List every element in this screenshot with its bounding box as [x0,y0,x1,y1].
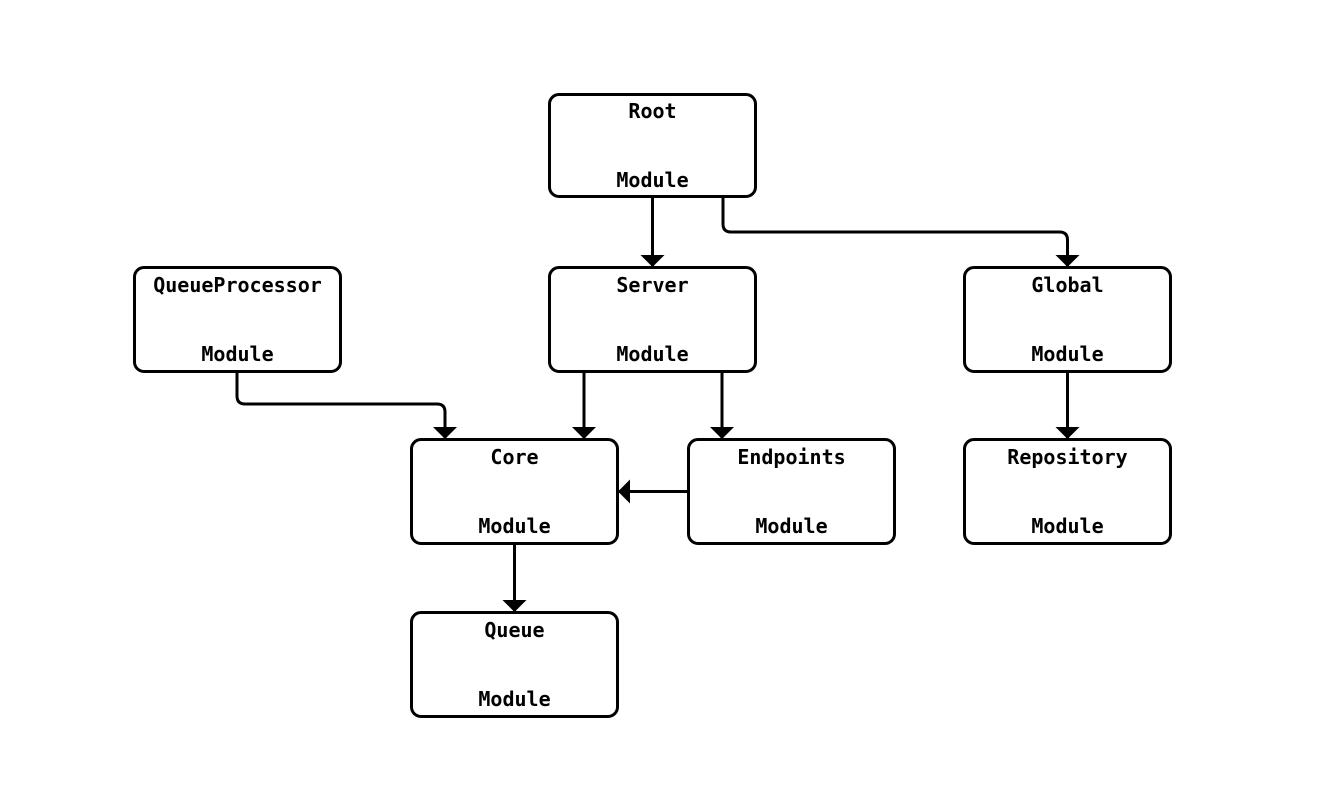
node-label-line2: Module [478,686,551,711]
edge-queueprocessor-to-core [235,373,457,439]
node-label-line2: Module [478,513,551,538]
edge-root-to-global [721,198,1080,267]
node-label-line1: Server [616,272,689,297]
node-label-line1: Core [490,444,539,469]
node-label-line1: Global [1031,272,1104,297]
node-label-line1: Queue [484,617,545,642]
node-label-line1: QueueProcessor [153,272,322,297]
node-server-module: Server Module [548,266,757,373]
node-queueprocessor-module: QueueProcessor Module [133,266,342,373]
node-root-module: Root Module [548,93,757,198]
node-label: Global Module [1031,228,1103,412]
node-label: Endpoints Module [737,400,845,584]
node-label-line2: Module [616,341,689,366]
node-label: Root Module [616,54,688,238]
node-repository-module: Repository Module [963,438,1172,545]
node-label: Repository Module [1007,400,1127,584]
node-label: Server Module [616,228,688,412]
node-global-module: Global Module [963,266,1172,373]
node-label-line1: Endpoints [737,444,846,469]
node-label: QueueProcessor Module [153,228,322,412]
node-label-line2: Module [616,167,689,192]
node-label-line2: Module [1031,341,1104,366]
node-label-line2: Module [201,341,274,366]
node-endpoints-module: Endpoints Module [687,438,896,545]
node-label-line2: Module [1031,513,1104,538]
node-label: Queue Module [478,573,550,757]
node-label-line2: Module [755,513,828,538]
node-queue-module: Queue Module [410,611,619,718]
node-label-line1: Repository [1007,444,1128,469]
node-label: Core Module [478,400,550,584]
node-core-module: Core Module [410,438,619,545]
node-label-line1: Root [628,98,677,123]
